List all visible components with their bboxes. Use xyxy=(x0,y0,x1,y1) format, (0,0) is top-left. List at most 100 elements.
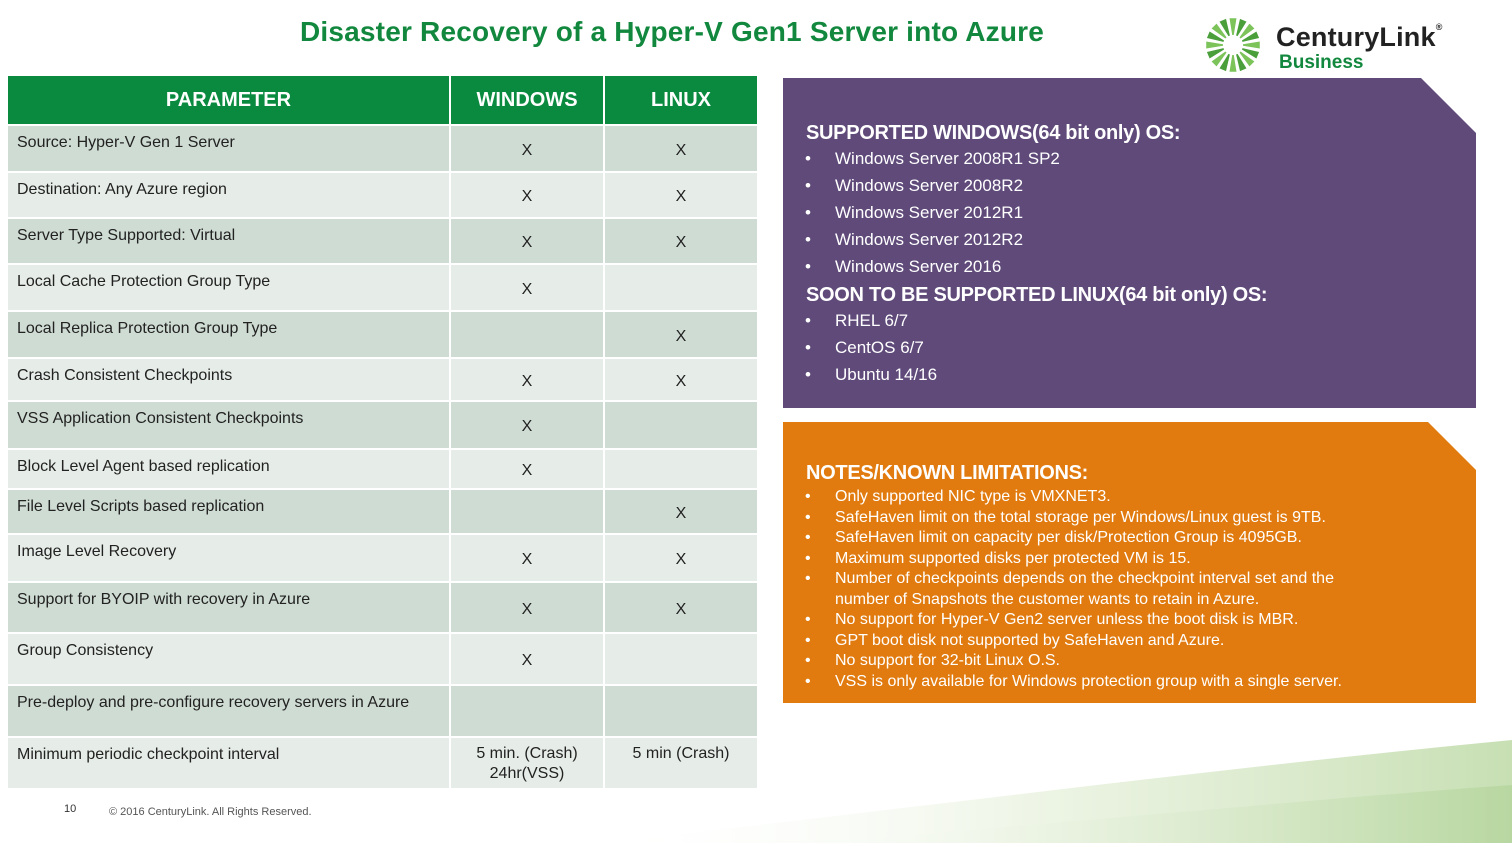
cell-windows: X xyxy=(449,533,605,583)
cell-parameter: VSS Application Consistent Checkpoints xyxy=(6,400,451,450)
notes-title: NOTES/KNOWN LIMITATIONS: xyxy=(806,462,1089,484)
cell-windows: X xyxy=(449,448,605,490)
cell-windows: X xyxy=(449,171,605,219)
centurylink-logo: CenturyLink® Business xyxy=(1204,14,1494,74)
list-item: Only supported NIC type is VMXNET3. xyxy=(783,487,1476,508)
logo-ray xyxy=(1211,51,1227,67)
cell-linux: X xyxy=(603,171,759,219)
cell-linux: X xyxy=(603,533,759,583)
cell-parameter: Image Level Recovery xyxy=(6,533,451,583)
cell-linux: X xyxy=(603,124,759,173)
logo-ray xyxy=(1242,41,1260,49)
cell-parameter: Destination: Any Azure region xyxy=(6,171,451,219)
supported-linux-title: SOON TO BE SUPPORTED LINUX(64 bit only) … xyxy=(806,284,1268,306)
list-item: Number of checkpoints depends on the che… xyxy=(783,569,1476,610)
cell-parameter: Local Cache Protection Group Type xyxy=(6,263,451,312)
cell-linux xyxy=(603,684,759,738)
cell-parameter: Block Level Agent based replication xyxy=(6,448,451,490)
list-item: SafeHaven limit on the total storage per… xyxy=(783,508,1476,529)
windows-os-list: Windows Server 2008R1 SP2 Windows Server… xyxy=(783,145,1476,280)
logo-ray xyxy=(1206,41,1224,49)
page-number: 10 xyxy=(64,803,77,815)
list-item: Ubuntu 14/16 xyxy=(783,361,1476,388)
background-swoosh xyxy=(600,740,1512,843)
logo-ray xyxy=(1236,18,1247,37)
logo-ray xyxy=(1219,18,1230,37)
cell-parameter: Minimum periodic checkpoint interval xyxy=(6,736,451,790)
table-row: Pre-deploy and pre-configure recovery se… xyxy=(6,684,759,738)
logo-registered-mark: ® xyxy=(1435,22,1443,32)
table-row: Server Type Supported: Virtual X X xyxy=(6,217,759,265)
cell-parameter: Source: Hyper-V Gen 1 Server xyxy=(6,124,451,173)
logo-ray xyxy=(1236,53,1247,72)
table-row: Block Level Agent based replication X xyxy=(6,448,759,490)
cell-windows: X xyxy=(449,400,605,450)
table-row: VSS Application Consistent Checkpoints X xyxy=(6,400,759,450)
cell-parameter: Server Type Supported: Virtual xyxy=(6,217,451,265)
cell-linux: X xyxy=(603,217,759,265)
cell-windows: X xyxy=(449,632,605,686)
logo-ray xyxy=(1206,48,1225,59)
logo-subtitle: Business xyxy=(1279,52,1364,73)
cell-parameter: Pre-deploy and pre-configure recovery se… xyxy=(6,684,451,738)
slide-title: Disaster Recovery of a Hyper-V Gen1 Serv… xyxy=(299,16,1045,47)
header-parameter: PARAMETER xyxy=(6,74,451,126)
logo-ray xyxy=(1239,23,1255,39)
header-windows: WINDOWS xyxy=(449,74,605,126)
table-row: Minimum periodic checkpoint interval 5 m… xyxy=(6,736,759,790)
cell-windows-line1: 5 min. (Crash) xyxy=(476,745,578,762)
logo-ray xyxy=(1206,31,1225,42)
logo-ray xyxy=(1241,31,1260,42)
notes-list: Only supported NIC type is VMXNET3. Safe… xyxy=(783,487,1476,692)
list-item: Maximum supported disks per protected VM… xyxy=(783,549,1476,570)
logo-ray xyxy=(1229,18,1237,36)
cell-parameter: Group Consistency xyxy=(6,632,451,686)
logo-ray xyxy=(1229,54,1237,72)
cell-windows: X xyxy=(449,217,605,265)
list-item: No support for Hyper-V Gen2 server unles… xyxy=(783,610,1476,631)
cell-windows: X xyxy=(449,357,605,402)
cell-linux xyxy=(603,400,759,450)
logo-ray xyxy=(1219,53,1230,72)
cell-windows: 5 min. (Crash) 24hr(VSS) xyxy=(449,736,605,790)
cell-windows: X xyxy=(449,124,605,173)
table-row: Local Cache Protection Group Type X xyxy=(6,263,759,312)
linux-os-list: RHEL 6/7 CentOS 6/7 Ubuntu 14/16 xyxy=(783,307,1476,388)
logo-name: CenturyLink xyxy=(1276,22,1436,52)
cell-windows-line2: 24hr(VSS) xyxy=(489,765,565,782)
header-linux: LINUX xyxy=(603,74,759,126)
list-item: No support for 32-bit Linux O.S. xyxy=(783,651,1476,672)
cell-linux: 5 min (Crash) xyxy=(603,736,759,790)
list-item: VSS is only available for Windows protec… xyxy=(783,672,1476,693)
cell-linux xyxy=(603,632,759,686)
cell-parameter: Crash Consistent Checkpoints xyxy=(6,357,451,402)
table-header-row: PARAMETER WINDOWS LINUX xyxy=(6,74,759,126)
table-row: Image Level Recovery X X xyxy=(6,533,759,583)
cell-windows: X xyxy=(449,581,605,634)
list-item: Windows Server 2008R1 SP2 xyxy=(783,145,1476,172)
logo-ray xyxy=(1239,51,1255,67)
supported-os-panel: SUPPORTED WINDOWS(64 bit only) OS: Windo… xyxy=(783,78,1476,408)
parameter-table: PARAMETER WINDOWS LINUX Source: Hyper-V … xyxy=(6,74,759,790)
cell-linux: X xyxy=(603,357,759,402)
list-item: Windows Server 2012R1 xyxy=(783,199,1476,226)
logo-ray xyxy=(1211,23,1227,39)
cell-parameter: Support for BYOIP with recovery in Azure xyxy=(6,581,451,634)
cell-linux: X xyxy=(603,310,759,359)
table-row: Group Consistency X xyxy=(6,632,759,686)
table-row: Destination: Any Azure region X X xyxy=(6,171,759,219)
cell-linux xyxy=(603,448,759,490)
cell-linux: X xyxy=(603,488,759,535)
copyright-text: © 2016 CenturyLink. All Rights Reserved. xyxy=(109,806,312,818)
table-row: File Level Scripts based replication X xyxy=(6,488,759,535)
cell-linux xyxy=(603,263,759,312)
list-item: Windows Server 2016 xyxy=(783,253,1476,280)
centurylink-sunburst-icon xyxy=(1206,18,1260,72)
table-row: Crash Consistent Checkpoints X X xyxy=(6,357,759,402)
cell-linux: X xyxy=(603,581,759,634)
cell-windows xyxy=(449,488,605,535)
cell-parameter: Local Replica Protection Group Type xyxy=(6,310,451,359)
table-row: Support for BYOIP with recovery in Azure… xyxy=(6,581,759,634)
table-row: Local Replica Protection Group Type X xyxy=(6,310,759,359)
list-item: CentOS 6/7 xyxy=(783,334,1476,361)
